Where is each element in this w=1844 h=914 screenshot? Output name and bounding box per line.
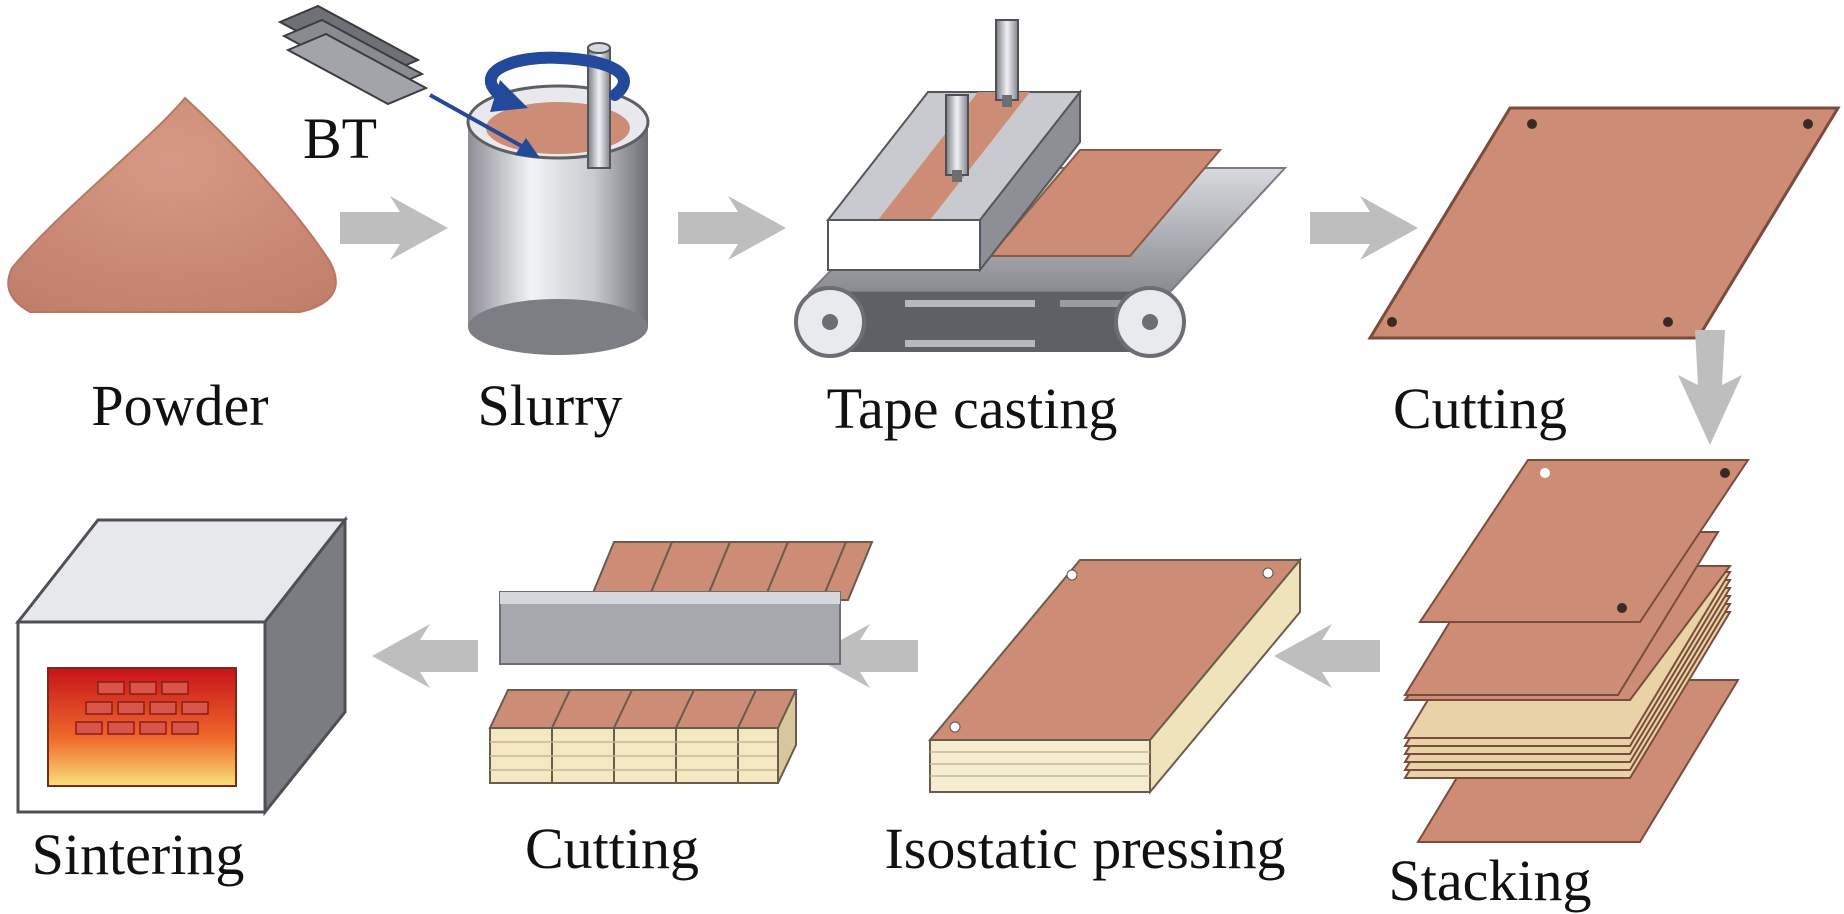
tape-casting-machine: [794, 19, 1288, 358]
flow-arrow-1: [340, 196, 448, 260]
label-tape-casting: Tape casting: [827, 376, 1118, 441]
flow-arrow-3: [1310, 196, 1418, 260]
dicing-block: [488, 541, 874, 784]
sintering-furnace: [14, 515, 349, 817]
bt-addition-arrow-icon: [429, 93, 540, 158]
stacked-sheets: [1403, 459, 1750, 843]
flow-arrow-4: [1678, 330, 1742, 445]
label-slurry: Slurry: [478, 373, 623, 438]
flow-arrow-6: [812, 624, 918, 688]
flow-arrow-2: [678, 196, 786, 260]
label-sintering: Sintering: [32, 822, 245, 887]
furnace-chips: [75, 681, 209, 735]
flow-arrow-7: [372, 624, 478, 688]
label-isostatic-pressing: Isostatic pressing: [884, 816, 1285, 881]
rotation-arrow-icon: [485, 51, 630, 112]
label-bt: BT: [303, 106, 377, 171]
label-powder: Powder: [91, 373, 268, 438]
flow-arrow-5: [1274, 624, 1380, 688]
powder-pile: [7, 96, 337, 313]
label-stacking: Stacking: [1389, 848, 1592, 913]
bt-plates-icon: [277, 4, 429, 106]
label-cutting-block: Cutting: [525, 816, 699, 881]
label-cutting-sheet: Cutting: [1393, 376, 1567, 441]
pressed-block: [927, 557, 1303, 795]
cut-green-sheet: [1367, 106, 1841, 340]
